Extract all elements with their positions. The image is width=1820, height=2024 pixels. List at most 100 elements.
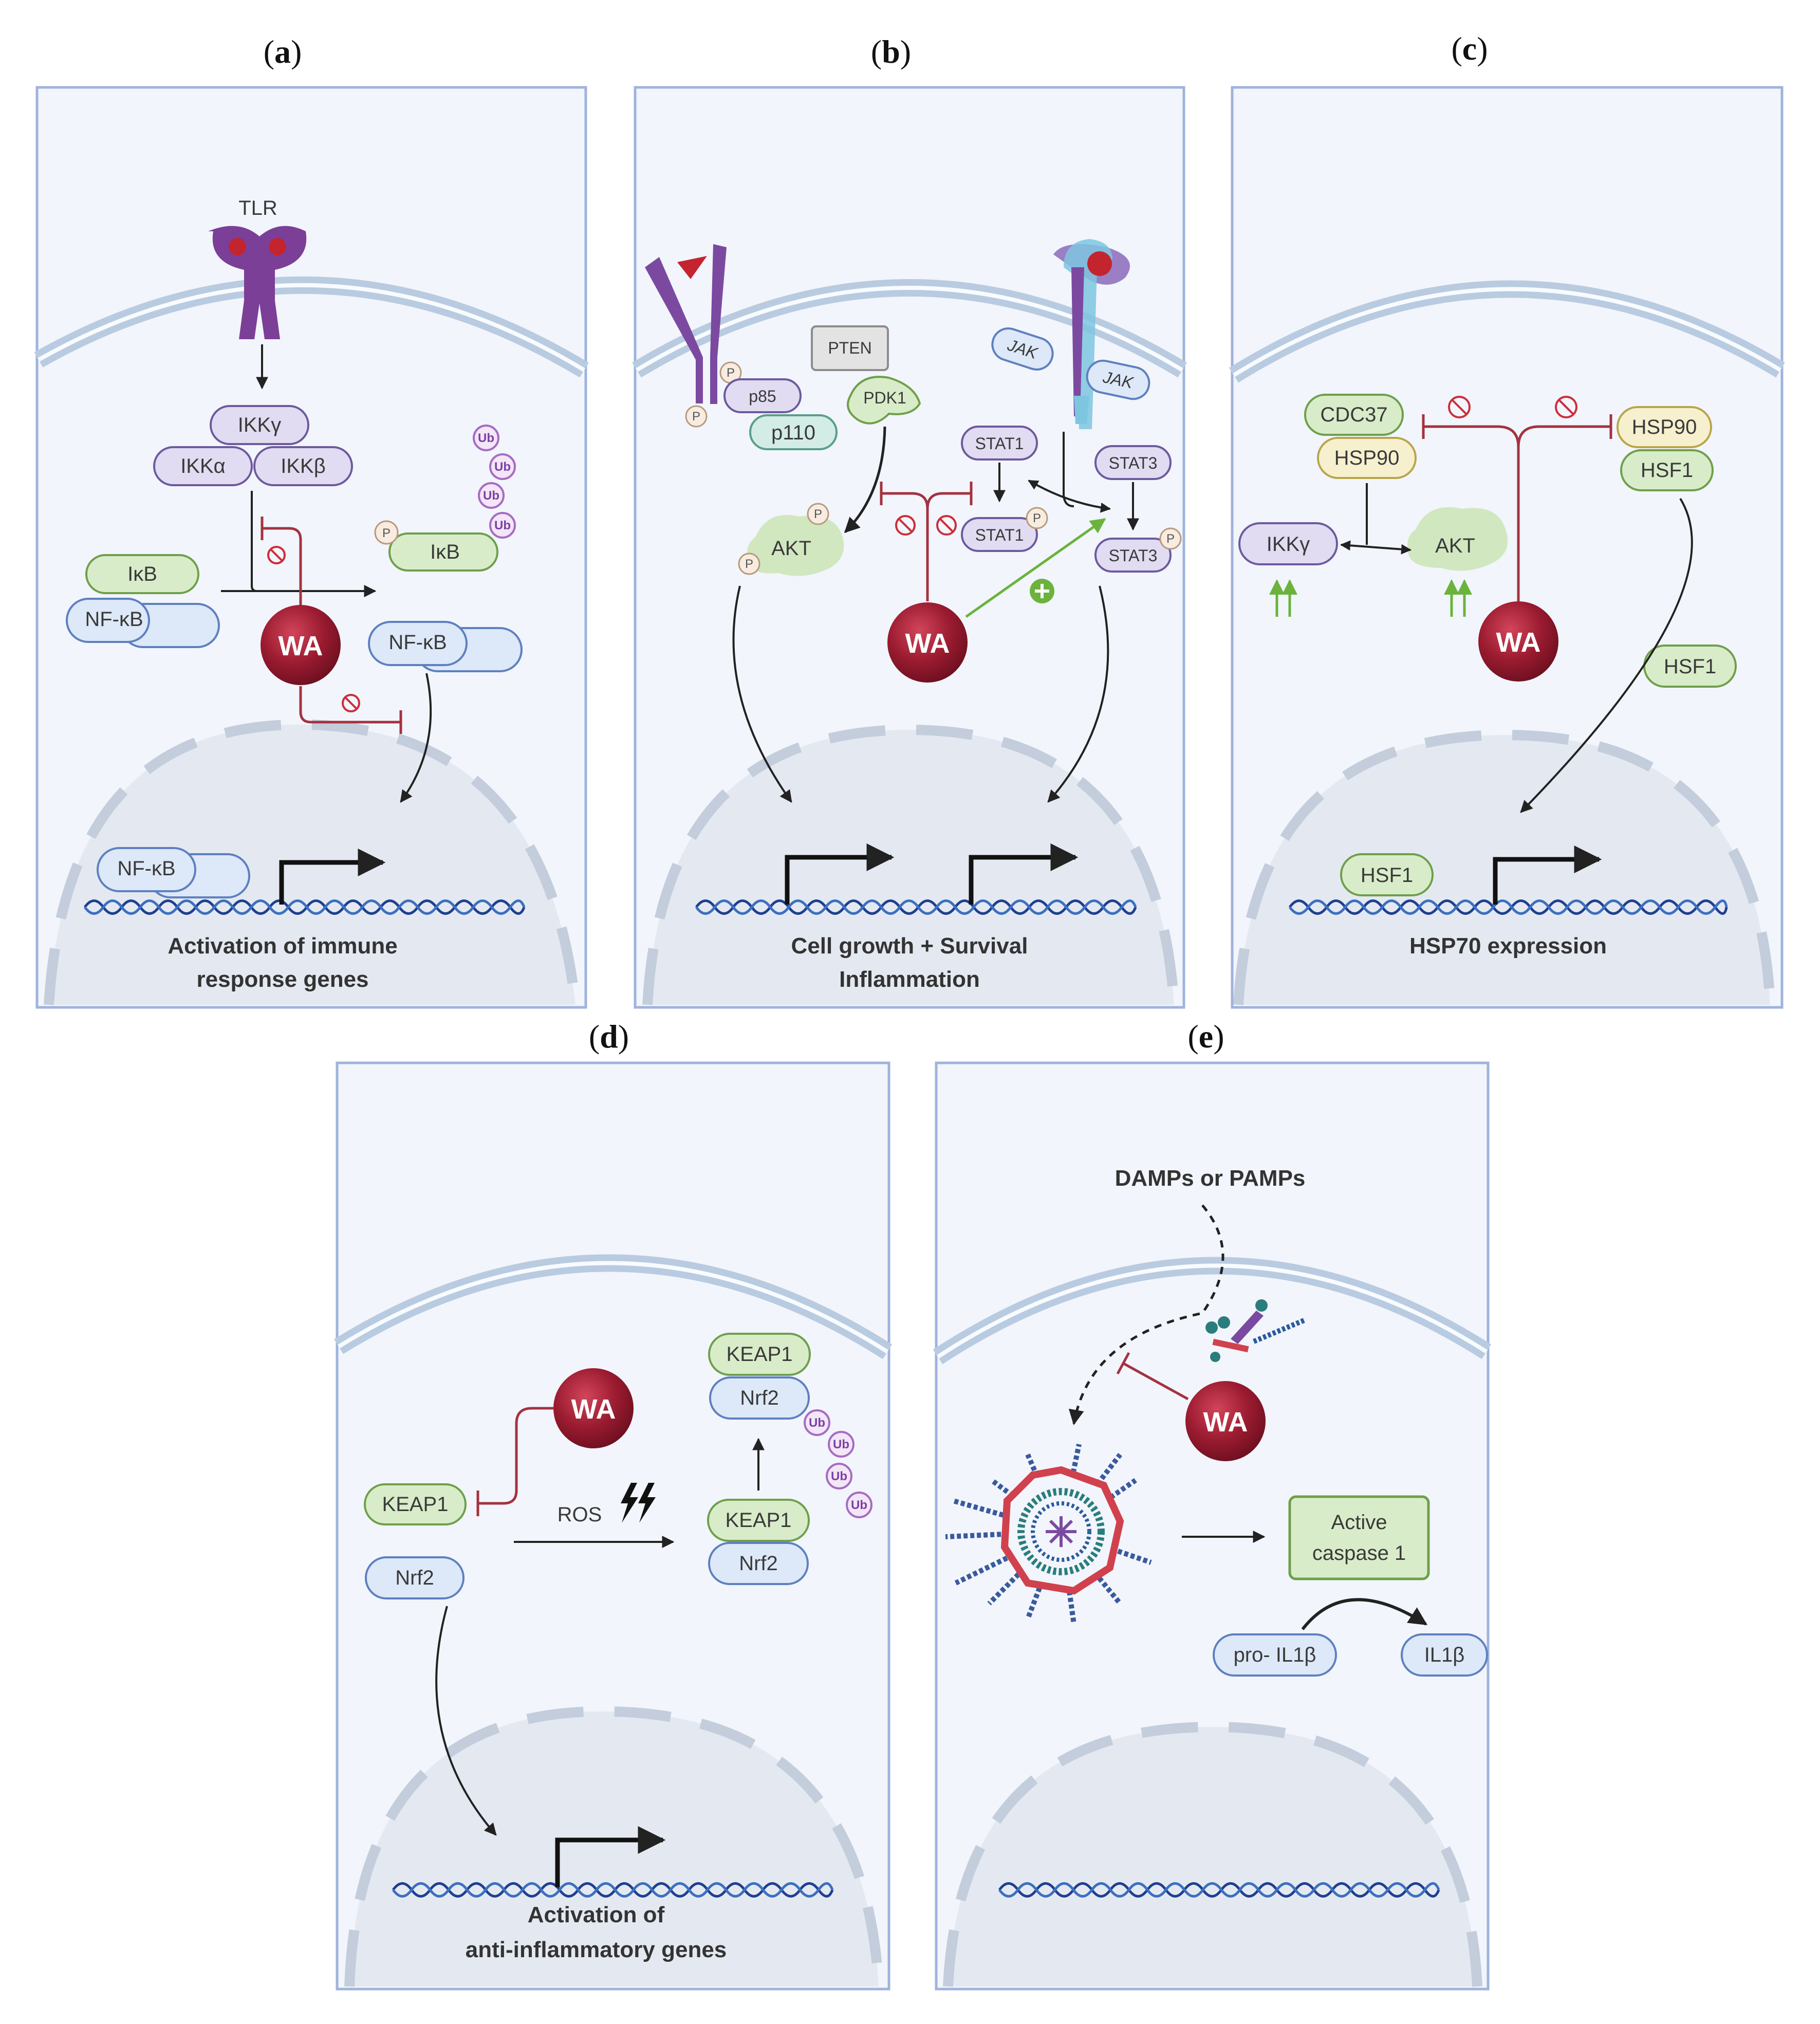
cytokine-receptor-icon (1053, 239, 1130, 429)
akt-to-nucleus-arrow (732, 585, 792, 803)
ikk-alpha (153, 446, 253, 486)
svg-text:Ub: Ub (483, 489, 499, 503)
svg-text:HSF1: HSF1 (1361, 864, 1413, 887)
svg-text:P: P (814, 507, 822, 521)
keap1-ub (708, 1333, 811, 1376)
svg-text:STAT1: STAT1 (975, 434, 1024, 453)
svg-text:WA: WA (1496, 627, 1541, 658)
svg-text:Ub: Ub (831, 1469, 847, 1483)
pdk1 (847, 376, 921, 425)
nfkb-free (368, 621, 468, 666)
stat3-to-nucleus-arrow (1047, 585, 1109, 803)
svg-text:AKT: AKT (771, 537, 811, 560)
wa-inhibit-stat1 (881, 492, 971, 601)
svg-text:P: P (727, 366, 735, 380)
phospho-icon (807, 503, 829, 525)
panel-b: P P p85 p110 PTEN PDK1 AKT P P JAK JAK S… (632, 86, 1187, 1009)
svg-text:P: P (692, 410, 700, 424)
svg-text:p110: p110 (771, 421, 815, 444)
phospho-icon (685, 405, 708, 428)
svg-text:Ub: Ub (478, 431, 494, 445)
svg-text:pro- IL1β: pro- IL1β (1234, 1644, 1316, 1666)
wa-inhibit-keap1 (478, 1407, 554, 1505)
caption-a-2: response genes (196, 967, 368, 992)
svg-text:Ub: Ub (494, 460, 511, 474)
svg-text:HSP90: HSP90 (1632, 416, 1697, 438)
hsp90-right (1617, 406, 1712, 448)
transcription-arrow-b2 (969, 843, 1079, 905)
svg-text:WA: WA (905, 628, 950, 659)
phospho-icon (738, 553, 760, 575)
svg-text:Ub: Ub (833, 1438, 849, 1451)
svg-text:IKKγ: IKKγ (1267, 533, 1310, 556)
wa-compound-e: WA (1185, 1381, 1266, 1461)
block-icon (1555, 396, 1577, 418)
wa-inhibit-inflammasome (1122, 1361, 1189, 1401)
svg-text:NF-κB: NF-κB (85, 608, 143, 631)
jak-2 (1086, 359, 1150, 400)
jak-1 (991, 327, 1054, 371)
stat3-phosphorylated (1094, 538, 1172, 573)
wa-activate-stat3 (965, 518, 1106, 618)
ikb-phosphorylated (388, 532, 498, 572)
hsf1-bound (1620, 449, 1714, 491)
akt-b (747, 514, 844, 576)
transcription-arrow-b1 (785, 843, 895, 905)
inflammasome-icon (945, 1443, 1152, 1625)
transcription-arrow-a (279, 849, 386, 905)
svg-text:NF-κB: NF-κB (117, 857, 175, 880)
svg-text:IKKβ: IKKβ (281, 455, 325, 477)
tlr-label: TLR (238, 197, 277, 219)
panel-d-label: (d) (589, 1018, 629, 1055)
wa-inhibit-hsp90 (1423, 425, 1611, 601)
nfkb-bound (66, 598, 150, 643)
svg-text:WA: WA (278, 631, 323, 661)
caption-c: HSP70 expression (1409, 933, 1607, 959)
panel-d: WA KEAP1 Nrf2 ROS KEAP1 Nrf2 KEAP1 Nrf2 … (334, 1061, 893, 1991)
svg-text:Active: Active (1331, 1511, 1387, 1534)
ikk-gamma (210, 405, 309, 445)
svg-text:HSF1: HSF1 (1641, 459, 1693, 482)
phospho-icon (1159, 527, 1182, 550)
active-caspase-1 (1288, 1495, 1430, 1580)
stat1-phosphorylated (961, 517, 1038, 552)
panel-d-nucleus (349, 1711, 879, 1986)
upregulation-arrows-icon (1269, 579, 1472, 617)
svg-text:STAT1: STAT1 (975, 526, 1024, 544)
nrf2-cytoplasm (365, 1556, 465, 1599)
wa-inhibit-translocation (299, 686, 401, 724)
svg-text:STAT3: STAT3 (1109, 546, 1158, 565)
nfkb-nucleus (97, 847, 196, 892)
wa-inhibit-ikk (262, 527, 302, 614)
svg-text:STAT3: STAT3 (1109, 454, 1158, 472)
svg-text:Nrf2: Nrf2 (740, 1387, 779, 1409)
svg-text:PTEN: PTEN (828, 339, 871, 357)
dna-c (1288, 899, 1728, 915)
p110 (749, 414, 838, 450)
lightning-icon (621, 1483, 656, 1523)
caption-a-1: Activation of immune (168, 933, 397, 959)
nrf2-ros (708, 1542, 809, 1585)
transcription-arrow-c (1493, 845, 1602, 905)
ros-label: ROS (558, 1503, 602, 1526)
svg-text:P: P (382, 526, 391, 540)
caption-b-2: Inflammation (839, 967, 980, 992)
caption-d-1: Activation of (528, 1902, 665, 1927)
panel-e-label: (e) (1187, 1018, 1224, 1055)
svg-text:HSP90: HSP90 (1334, 447, 1400, 469)
pro-il1b (1213, 1633, 1337, 1677)
dna-e (998, 1882, 1440, 1898)
svg-text:CDC37: CDC37 (1320, 403, 1387, 426)
svg-text:P: P (745, 557, 753, 571)
chaperone-bidirectional-arrow (1340, 540, 1412, 555)
dna-b (695, 899, 1137, 915)
wa-compound-c: WA (1478, 601, 1558, 682)
svg-text:caspase 1: caspase 1 (1312, 1542, 1406, 1565)
trigger-dashed-arrow (1068, 1204, 1224, 1425)
ubiquitin-chain: Ub Ub Ub Ub (804, 1409, 872, 1518)
caption-b-1: Cell growth + Survival (791, 933, 1028, 959)
dna-d (392, 1882, 834, 1898)
panel-e: DAMPs or PAMPs WA (933, 1061, 1492, 1991)
svg-text:IKKα: IKKα (180, 455, 226, 477)
